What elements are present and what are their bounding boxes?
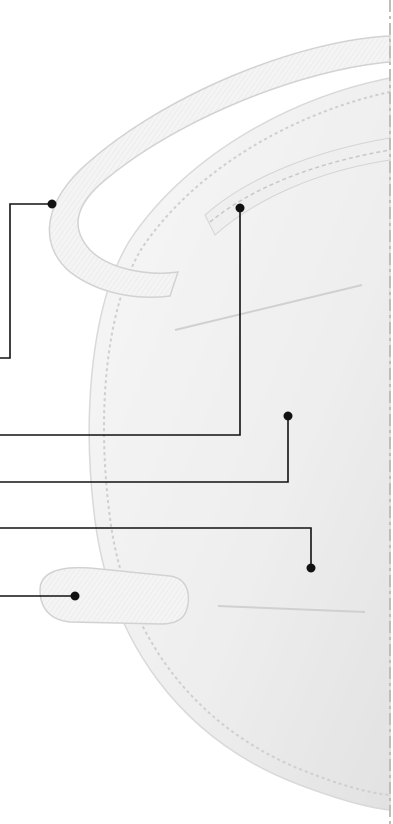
callout-dot-ear-loop-bottom <box>71 592 80 601</box>
callout-dot-nose-clip <box>236 204 245 213</box>
callout-leader-ear-loop-top <box>0 204 52 358</box>
callout-dot-ear-loop-top <box>48 200 57 209</box>
callout-dot-mask-body <box>284 412 293 421</box>
mask-body-shape <box>89 78 390 810</box>
callout-dot-filter-layer <box>307 564 316 573</box>
